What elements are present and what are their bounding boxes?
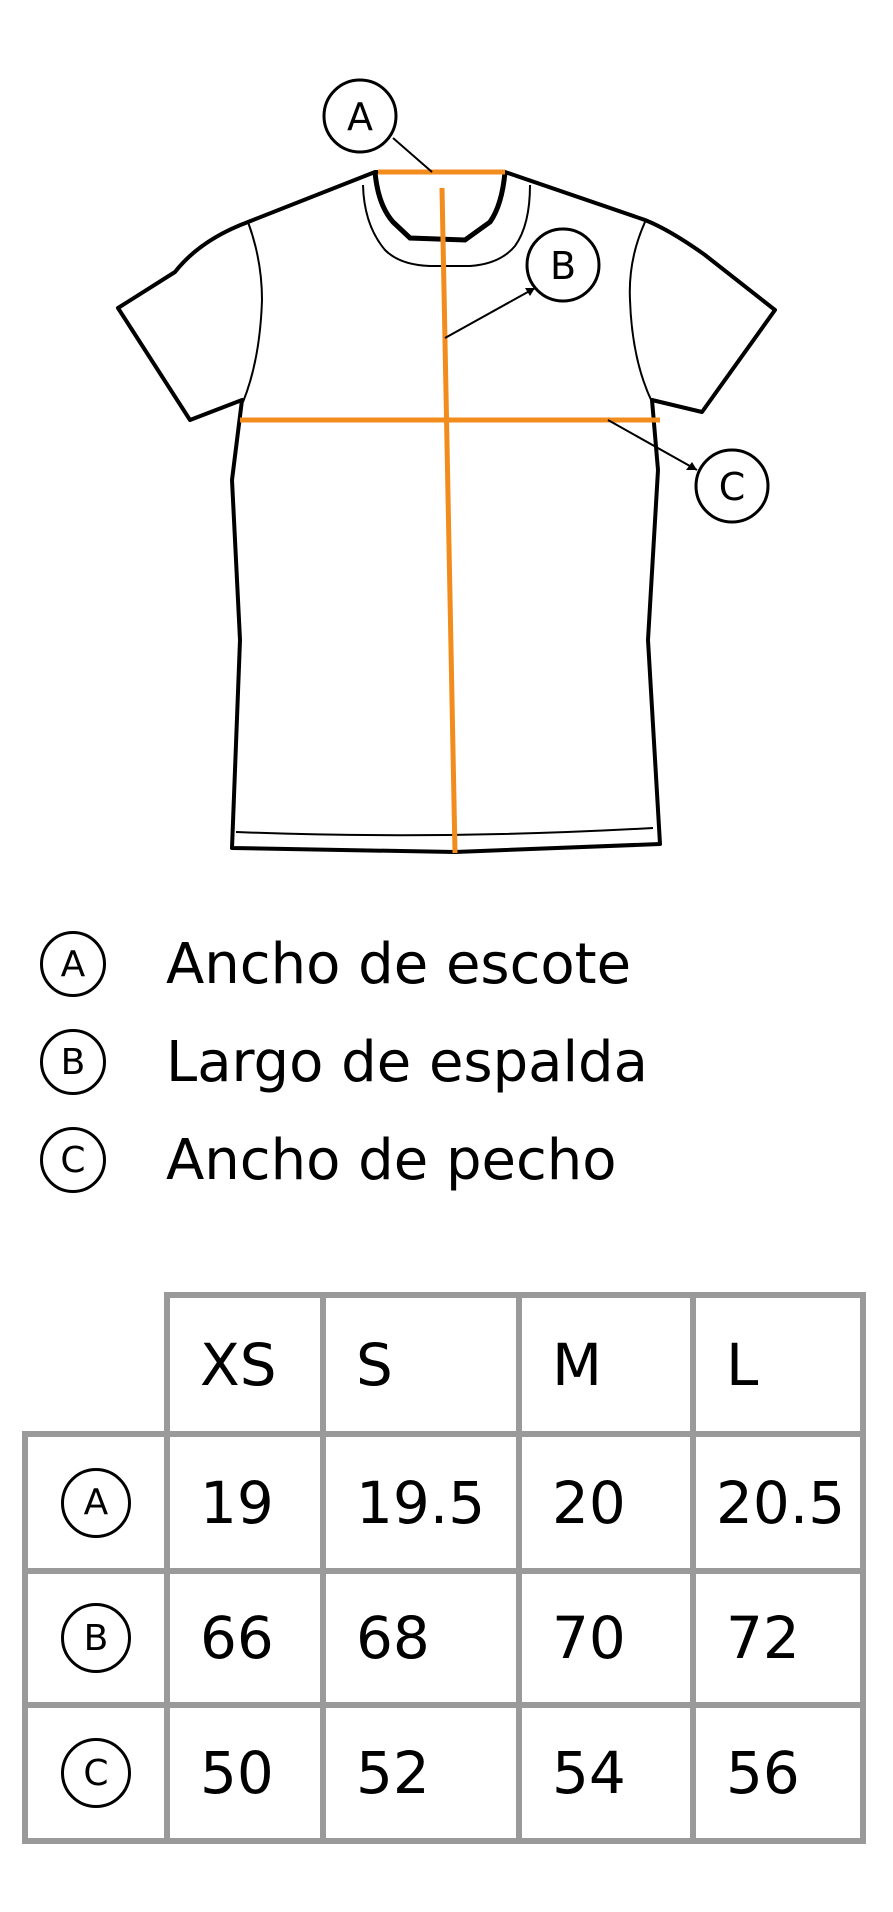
back-length-line [439,187,458,854]
table-cell: 19 [200,1468,274,1537]
grid-line [860,1292,866,1844]
grid-line [690,1292,696,1844]
marker-a: A [322,78,398,154]
collar-inner [362,184,531,267]
table-cell: 19.5 [356,1468,486,1537]
grid-line [516,1292,522,1844]
hem-line [235,827,654,837]
grid-line [320,1292,326,1844]
table-cell: 50 [200,1739,274,1807]
table-cell: 56 [726,1739,800,1807]
legend-label-c: Ancho de pecho [166,1127,617,1193]
size-header-xs: XS [200,1330,277,1399]
marker-c: C [694,448,770,524]
table-row-marker-b: B [28,1574,164,1702]
legend-row-a: A Ancho de escote [40,915,860,1013]
legend-marker-b: B [40,1029,106,1095]
size-table: XS S M L A 19 19.5 20 20.5 B 66 68 70 72… [22,1292,866,1864]
marker-b: B [525,227,601,303]
marker-b-label: B [550,244,576,288]
legend-label-a: Ancho de escote [166,931,632,997]
size-header-s: S [356,1330,393,1399]
table-cell: 20 [552,1468,626,1537]
left-sleeve-seam [242,221,264,403]
table-marker-b: B [61,1603,131,1673]
legend-row-b: B Largo de espalda [40,1013,860,1111]
grid-line [22,1568,866,1574]
tshirt-diagram: A B C [116,78,777,854]
grid-line [22,1702,866,1708]
right-sleeve-seam [628,221,653,403]
marker-c-label: C [719,465,746,509]
leader-b-arrow [525,288,535,296]
marker-a-label: A [347,95,373,139]
table-marker-c: C [61,1738,131,1808]
table-cell: 54 [552,1739,626,1807]
legend-label-b: Largo de espalda [166,1029,648,1095]
leader-c-arrow [686,462,697,470]
table-cell: 66 [200,1604,274,1672]
leader-b [444,287,536,339]
table-cell: 70 [552,1604,626,1672]
size-header-m: M [552,1330,603,1399]
table-cell: 20.5 [716,1468,846,1537]
leader-c [607,419,698,471]
collar-outer [372,171,508,243]
legend-marker-a: A [40,931,106,997]
table-cell: 72 [726,1604,800,1672]
size-header-l: L [726,1330,759,1399]
grid-line [164,1292,170,1844]
grid-line [22,1838,866,1844]
table-cell: 68 [356,1604,430,1672]
measurement-legend: A Ancho de escote B Largo de espalda C A… [40,915,860,1209]
table-row-marker-a: A [28,1437,164,1568]
grid-line [22,1431,28,1844]
legend-row-c: C Ancho de pecho [40,1111,860,1209]
legend-marker-c: C [40,1127,106,1193]
table-marker-a: A [61,1467,131,1538]
table-row-marker-c: C [28,1708,164,1838]
leader-a [392,137,433,173]
table-cell: 52 [356,1739,430,1807]
grid-line [22,1431,866,1437]
